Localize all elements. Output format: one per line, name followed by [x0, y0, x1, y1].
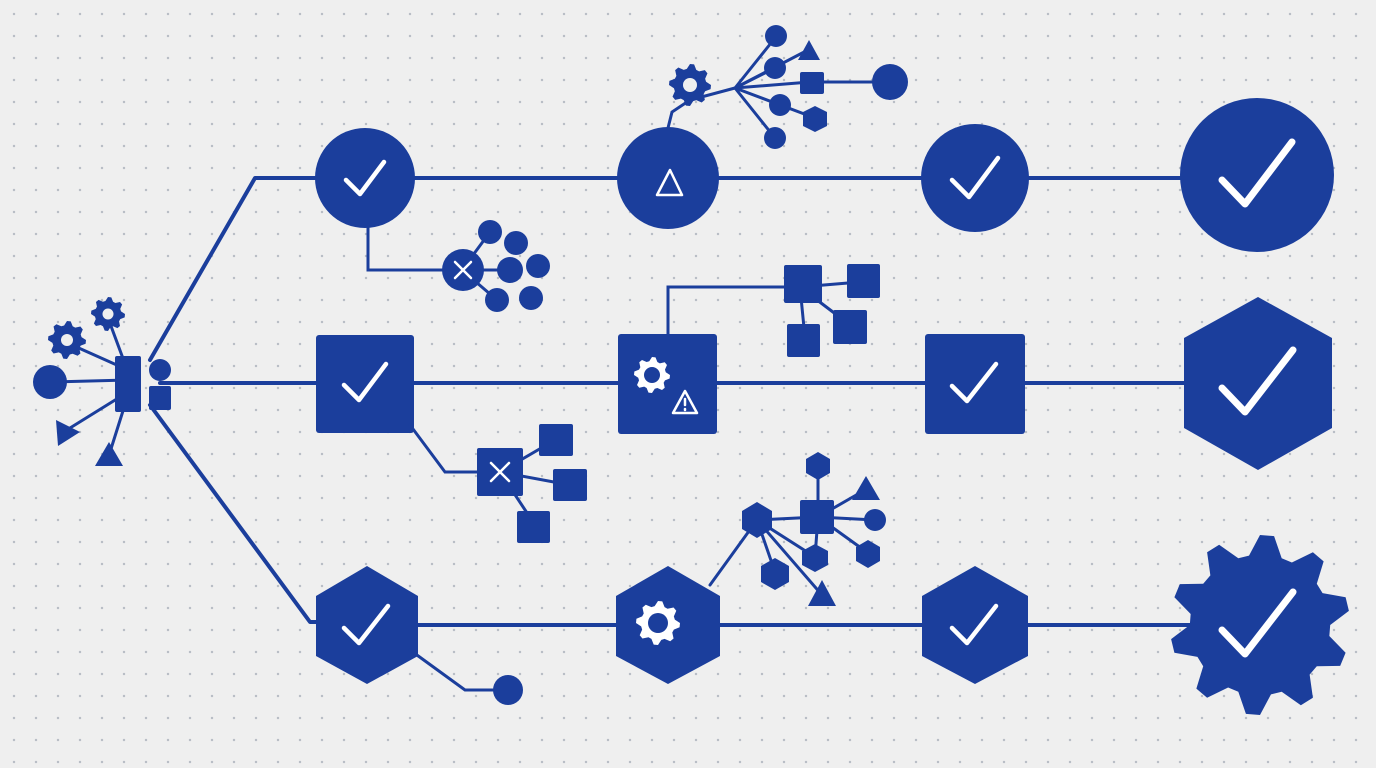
origin-gear-icon	[48, 321, 86, 359]
origin-branch-lines	[50, 316, 130, 454]
warning-triangle-icon	[671, 389, 699, 415]
x-icon	[489, 461, 511, 483]
bottom-node-4[interactable]	[1171, 535, 1349, 715]
middle-node-3[interactable]	[925, 334, 1025, 434]
origin-dot-icon	[149, 359, 171, 381]
gear-icon	[634, 357, 670, 393]
origin-triangle-icon-2	[95, 442, 123, 466]
check-icon	[343, 159, 387, 197]
check-icon	[1218, 138, 1296, 208]
origin-circle-icon	[33, 365, 67, 399]
top-node-3[interactable]	[921, 124, 1029, 232]
bottom-node-1[interactable]	[316, 566, 418, 684]
bottom-lane	[316, 535, 1349, 715]
middle-node-4[interactable]	[1184, 297, 1332, 470]
check-icon	[1218, 346, 1297, 416]
side-branch-top-2	[666, 25, 908, 149]
check-icon	[949, 603, 999, 646]
check-icon	[1218, 588, 1297, 658]
side-branch-bottom-2	[708, 452, 886, 606]
x-icon	[453, 260, 473, 280]
check-icon	[341, 361, 389, 403]
side-branch-middle-1	[408, 423, 587, 543]
side-branch-middle-2	[666, 264, 880, 357]
gear-icon	[636, 601, 680, 645]
bottom-node-3[interactable]	[922, 566, 1028, 684]
middle-node-2[interactable]	[618, 334, 717, 434]
check-icon	[949, 361, 999, 404]
check-icon	[341, 603, 391, 646]
top-node-2[interactable]	[617, 127, 719, 229]
origin-triangle-icon	[56, 420, 80, 446]
top-node-1[interactable]	[315, 128, 415, 228]
middle-lane	[316, 297, 1332, 470]
origin-gear-icon-2	[91, 297, 125, 331]
main-connectors	[148, 176, 1262, 627]
top-lane	[315, 98, 1334, 252]
check-icon	[949, 155, 1001, 200]
origin-small-square-icon	[149, 386, 171, 410]
origin-square-icon	[115, 356, 141, 412]
bottom-node-2[interactable]	[616, 566, 720, 684]
gear-shape	[1171, 535, 1349, 715]
warning-triangle-icon	[655, 168, 684, 197]
middle-node-1[interactable]	[316, 335, 414, 433]
side-branch-top-1	[366, 220, 550, 312]
side-branch-bottom-1	[408, 648, 523, 705]
top-node-4[interactable]	[1180, 98, 1334, 252]
origin-hub	[33, 297, 171, 466]
gear-shaped-node	[1171, 535, 1349, 715]
